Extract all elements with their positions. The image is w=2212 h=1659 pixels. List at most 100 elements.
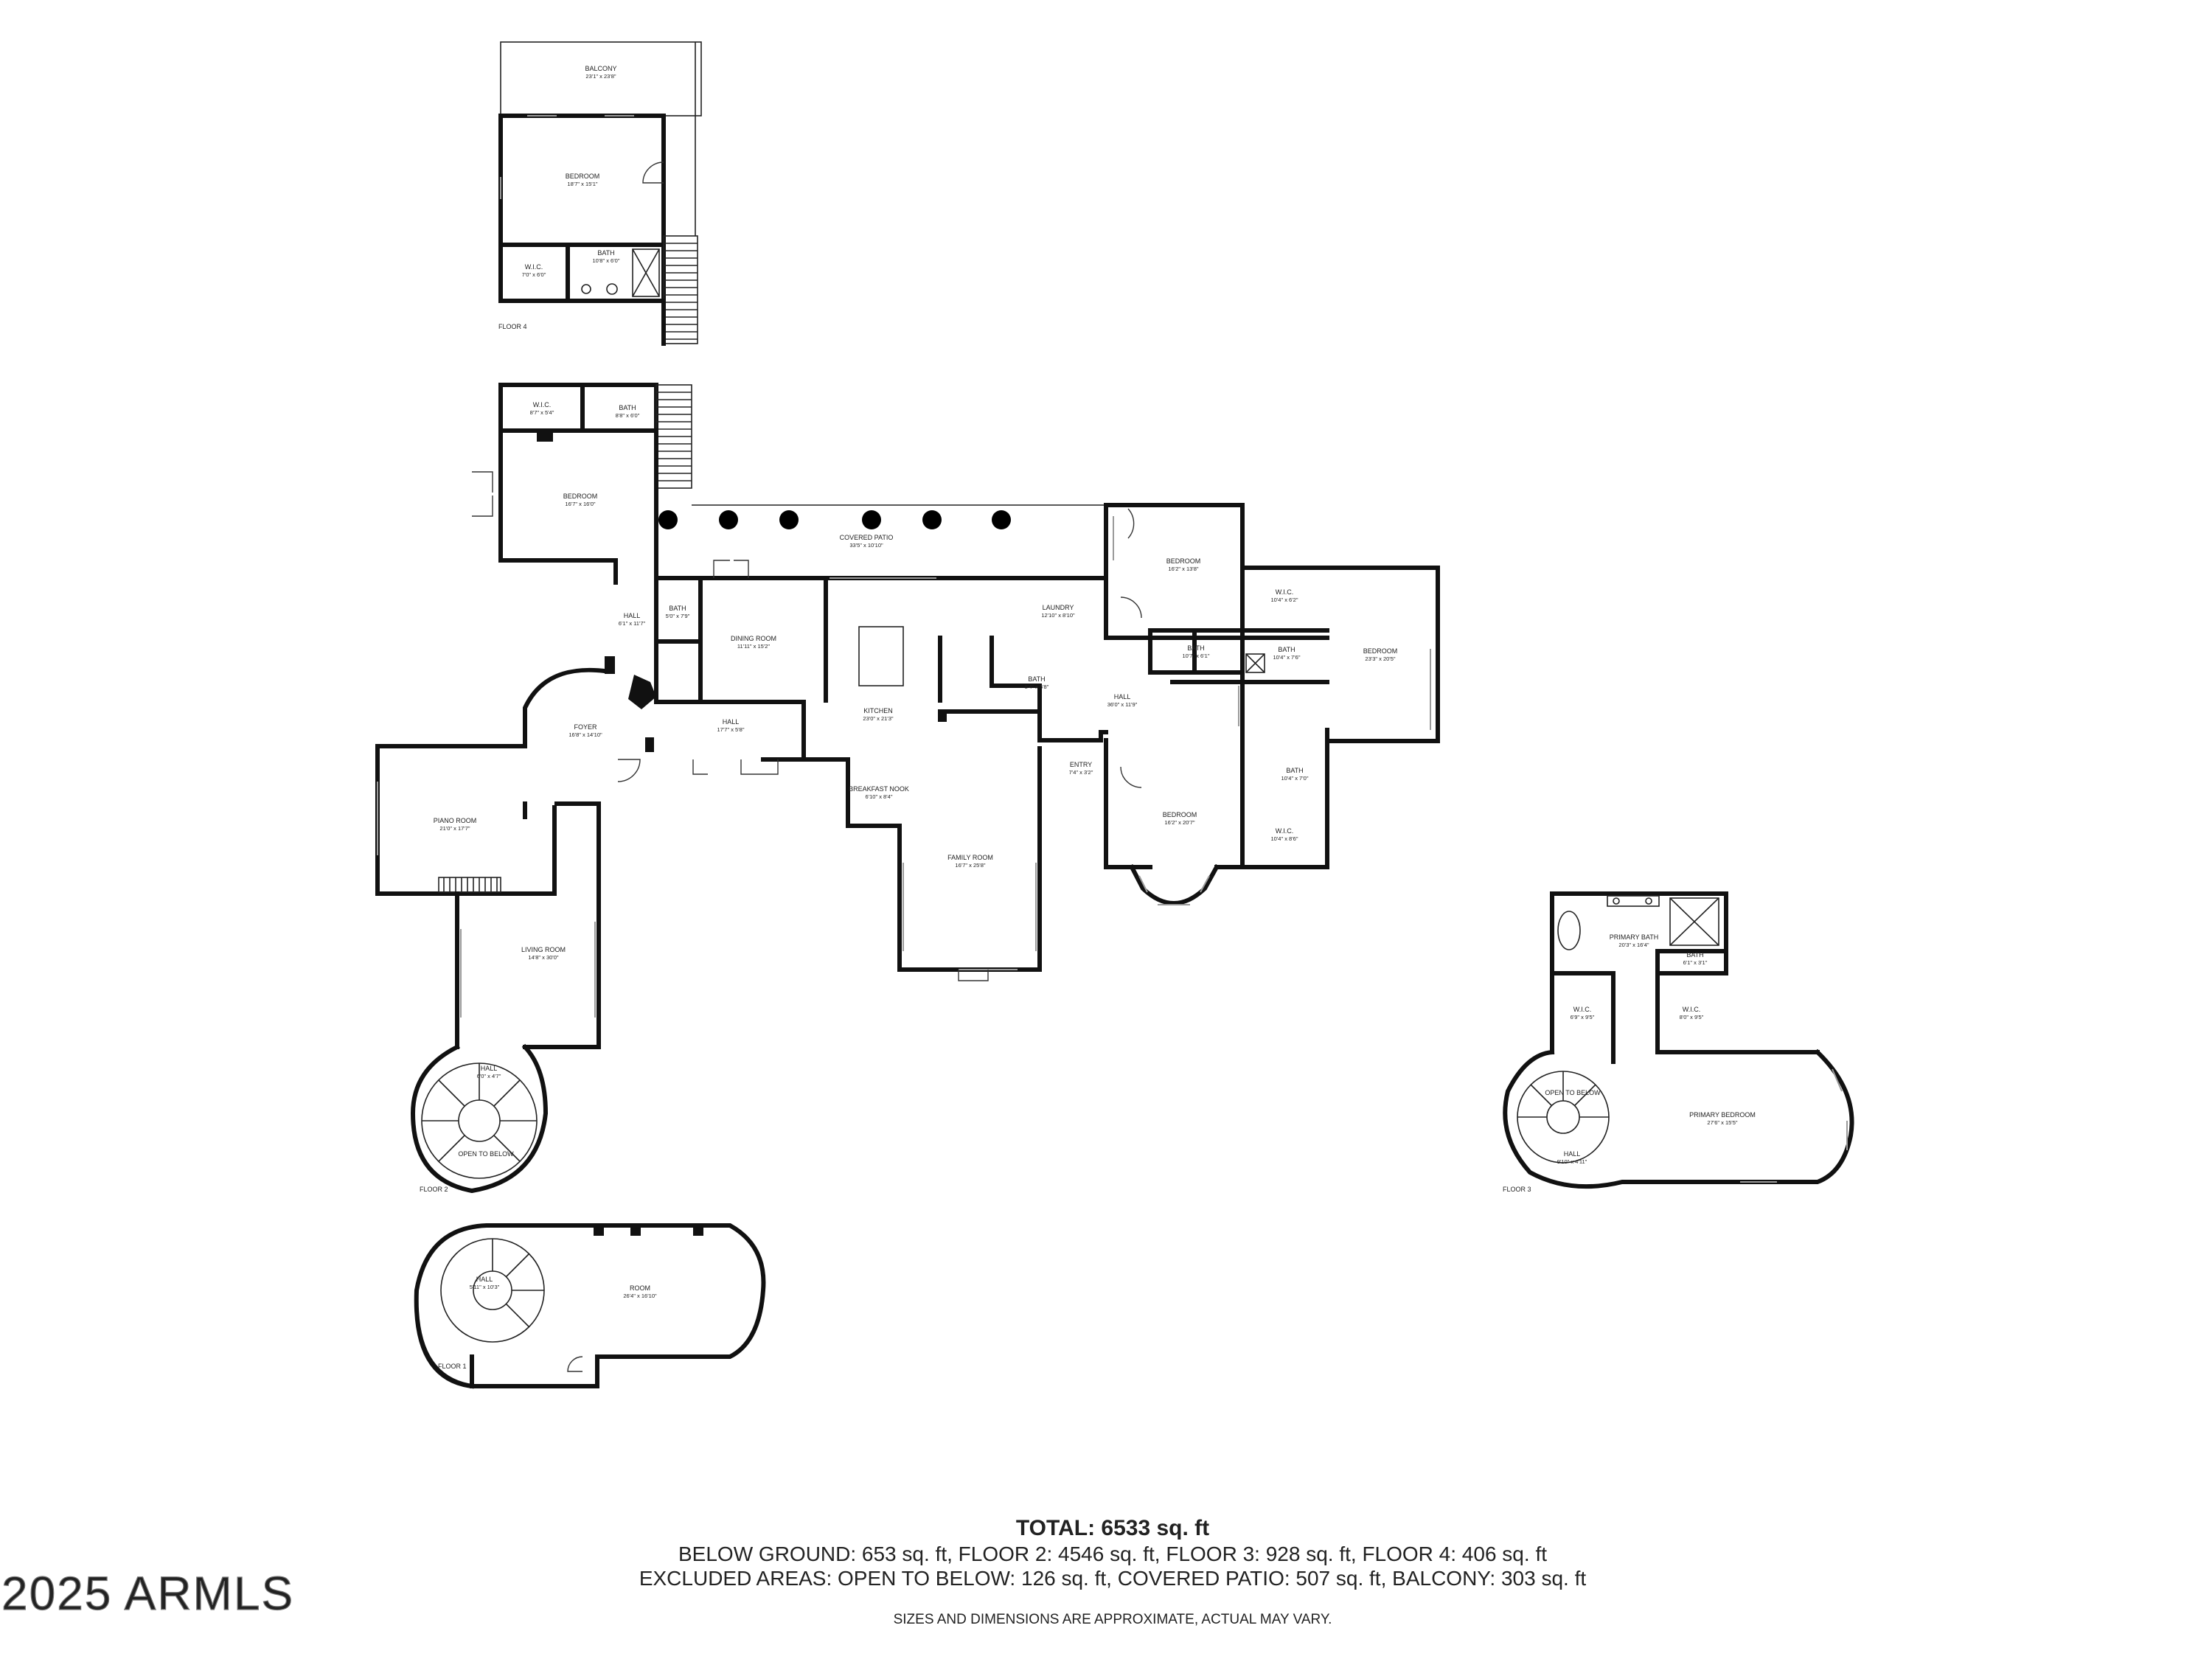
room-dimension: 6'1" x 3'1" <box>1683 959 1708 966</box>
room-label: BATH <box>619 404 636 411</box>
windows <box>377 516 1431 1018</box>
toilet-icon <box>606 283 618 295</box>
floor-label: FLOOR 2 <box>420 1186 448 1193</box>
room-label: BATH <box>1028 675 1045 683</box>
room-label: HALL <box>624 612 641 619</box>
room-dimension: 16'7" x 25'8" <box>955 862 985 869</box>
area-summary: TOTAL: 6533 sq. ft BELOW GROUND: 653 sq.… <box>639 1516 1587 1627</box>
covered-patio-edge <box>692 504 1107 580</box>
room-dimension: 14'8" x 30'0" <box>528 954 558 961</box>
room-label: HALL <box>723 718 740 726</box>
door-swing <box>617 759 641 782</box>
room-dimension: 7'0" x 6'0" <box>522 271 546 278</box>
room-dimension: 10'4" x 7'0" <box>1281 775 1309 782</box>
piano-room-walls <box>375 744 601 1049</box>
room-dimension: 10'7" x 6'1" <box>1183 653 1210 659</box>
room-label: BREAKFAST NOOK <box>849 785 909 793</box>
kitchen-walls <box>824 577 1108 742</box>
watermark: 2025 ARMLS <box>1 1567 294 1620</box>
floor-1-plan: HALL 5'11" x 10'3" ROOM 26'4" x 16'10" F… <box>414 1223 766 1389</box>
vanity <box>1607 895 1660 907</box>
floor-4-interior-walls <box>498 243 666 303</box>
column <box>630 1225 641 1236</box>
windows <box>1740 1068 1848 1183</box>
room-label: OPEN TO BELOW <box>458 1150 514 1158</box>
bay-window <box>1128 863 1220 905</box>
room-label: BATH <box>1686 951 1703 959</box>
room-dimension: 7'4" x 3'2" <box>1069 769 1093 776</box>
room-label: PRIMARY BATH <box>1610 933 1659 941</box>
fireplace <box>438 877 501 893</box>
room-dimension: 11'11" x 15'2" <box>737 643 771 650</box>
room-dimension: 8'4" x 5'8" <box>1025 684 1049 690</box>
dining-walls <box>654 577 806 762</box>
floor-3-walls <box>1550 891 1820 1054</box>
room-label: PRIMARY BEDROOM <box>1689 1111 1756 1119</box>
sink-icon <box>1645 897 1652 905</box>
room-label: W.I.C. <box>525 263 543 271</box>
door-swing <box>642 161 664 184</box>
room-dimension: 18'7" x 15'1" <box>567 181 597 187</box>
room-dimension: 17'7" x 5'8" <box>717 726 745 733</box>
pier <box>938 712 947 722</box>
room-dimension: 33'5" x 10'10" <box>849 542 883 549</box>
patio-columns <box>658 510 1011 529</box>
room-label: HALL <box>1564 1150 1581 1158</box>
primary-bedroom-walls <box>1503 1048 1854 1189</box>
kitchen-island <box>858 626 904 686</box>
room-label: DINING ROOM <box>731 635 776 642</box>
french-door <box>472 471 493 517</box>
room-label: OPEN TO BELOW <box>1545 1089 1601 1096</box>
room-label: BATH <box>597 249 614 257</box>
room-label: BATH <box>1187 644 1204 652</box>
room-label: PIANO ROOM <box>434 817 477 824</box>
room-dimension: 16'8" x 14'10" <box>568 731 602 738</box>
room-label: BEDROOM <box>1163 811 1197 818</box>
room-label: ROOM <box>630 1284 650 1292</box>
floor-label: FLOOR 4 <box>498 323 527 330</box>
room-dimension: 23'1" x 23'8" <box>585 73 616 80</box>
door-swing <box>567 1356 583 1372</box>
shower <box>1669 897 1719 946</box>
room-label: FAMILY ROOM <box>947 854 993 861</box>
room-label: BEDROOM <box>563 493 598 500</box>
room-dimension: 27'6" x 15'5" <box>1707 1119 1737 1126</box>
room-dimension: 10'8" x 6'0" <box>593 257 620 264</box>
room-label: W.I.C. <box>533 401 552 408</box>
room-dimension: 23'0" x 21'3" <box>863 715 893 722</box>
floor-2-plan: W.I.C. 8'7" x 5'4" BATH 8'8" x 6'0" BEDR… <box>375 383 1440 1194</box>
room-dimension: 16'7" x 16'0" <box>565 501 595 507</box>
door-swing <box>1120 508 1142 788</box>
room-dimension: 5'0" x 7'9" <box>666 613 690 619</box>
room-dimension: 6'1" x 11'7" <box>619 620 646 627</box>
room-dimension: 5'11" x 10'3" <box>470 1284 500 1290</box>
room-dimension: 16'2" x 13'8" <box>1168 566 1198 572</box>
family-room-walls <box>801 746 1042 972</box>
room-dimension: 20'3" x 16'4" <box>1618 942 1649 948</box>
spiral-stair <box>421 1062 538 1179</box>
room-label: BATH <box>1278 646 1295 653</box>
shower <box>632 248 660 297</box>
room-label: W.I.C. <box>1683 1006 1701 1013</box>
room-label: BALCONY <box>585 65 616 72</box>
room-label: BEDROOM <box>1363 647 1398 655</box>
sink-icon <box>1613 897 1620 905</box>
living-room-walls <box>410 891 549 1194</box>
room-label: BEDROOM <box>566 173 600 180</box>
room-label: ENTRY <box>1070 761 1092 768</box>
room-dimension: 10'4" x 6'2" <box>1271 597 1298 603</box>
foyer-pier <box>628 675 656 709</box>
room-label: BEDROOM <box>1166 557 1201 565</box>
closet-pier <box>537 431 553 442</box>
room-label: BATH <box>1286 767 1303 774</box>
room-label: W.I.C. <box>1276 827 1294 835</box>
room-dimension: 8'0" x 9'5" <box>1680 1014 1704 1020</box>
room-label: LIVING ROOM <box>521 946 566 953</box>
room-dimension: 8'8" x 6'0" <box>616 412 640 419</box>
room-label: HALL <box>1114 693 1131 700</box>
room-dimension: 12'10" x 8'10" <box>1041 612 1075 619</box>
room-label: COVERED PATIO <box>840 534 894 541</box>
spiral-stair-treads <box>492 1239 544 1328</box>
foyer-pier <box>645 737 654 752</box>
bathtub <box>1557 911 1581 950</box>
